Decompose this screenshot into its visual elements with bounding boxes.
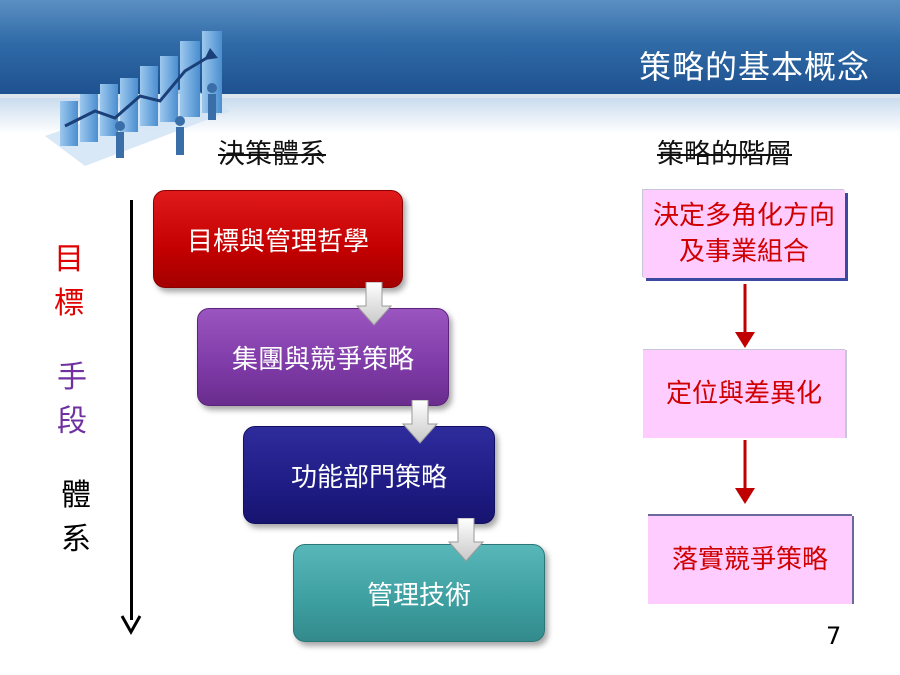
slide-title: 策略的基本概念 — [638, 48, 870, 86]
hierarchy-box-positioning: 定位與差異化 — [643, 350, 845, 438]
page-number: 7 — [826, 622, 842, 650]
side-label-goal: 目標 — [54, 242, 84, 321]
red-down-arrow-icon — [735, 440, 755, 504]
vertical-axis-line — [130, 200, 133, 620]
business-growth-logo-icon — [45, 31, 230, 166]
hierarchy-box-competitive-execution: 落實競爭策略 — [648, 516, 852, 604]
hierarchy-box-positioning-text: 定位與差異化 — [665, 379, 822, 409]
axis-arrow-down-icon — [120, 615, 142, 636]
red-down-arrow-icon — [735, 284, 755, 348]
header-divider — [0, 94, 900, 98]
decision-system-title: 決策體系 — [218, 139, 326, 170]
strategy-hierarchy-title: 策略的階層 — [657, 139, 792, 170]
white-down-arrow-icon — [356, 282, 392, 326]
stage-goals-philosophy: 目標與管理哲學 — [153, 190, 403, 288]
stage-group-competitive-strategy: 集團與競爭策略 — [197, 308, 449, 406]
side-label-system: 體系 — [61, 478, 91, 557]
side-label-means: 手段 — [57, 360, 87, 439]
white-down-arrow-icon — [448, 518, 484, 562]
stage-management-techniques: 管理技術 — [293, 544, 545, 642]
stage-functional-strategy: 功能部門策略 — [243, 426, 495, 524]
white-down-arrow-icon — [402, 400, 438, 444]
hierarchy-box-competitive-execution-text: 落實競爭策略 — [671, 545, 828, 575]
hierarchy-box-diversification: 決定多角化方向及事業組合 — [643, 190, 845, 278]
hierarchy-box-diversification-text: 決定多角化方向及事業組合 — [652, 201, 835, 267]
